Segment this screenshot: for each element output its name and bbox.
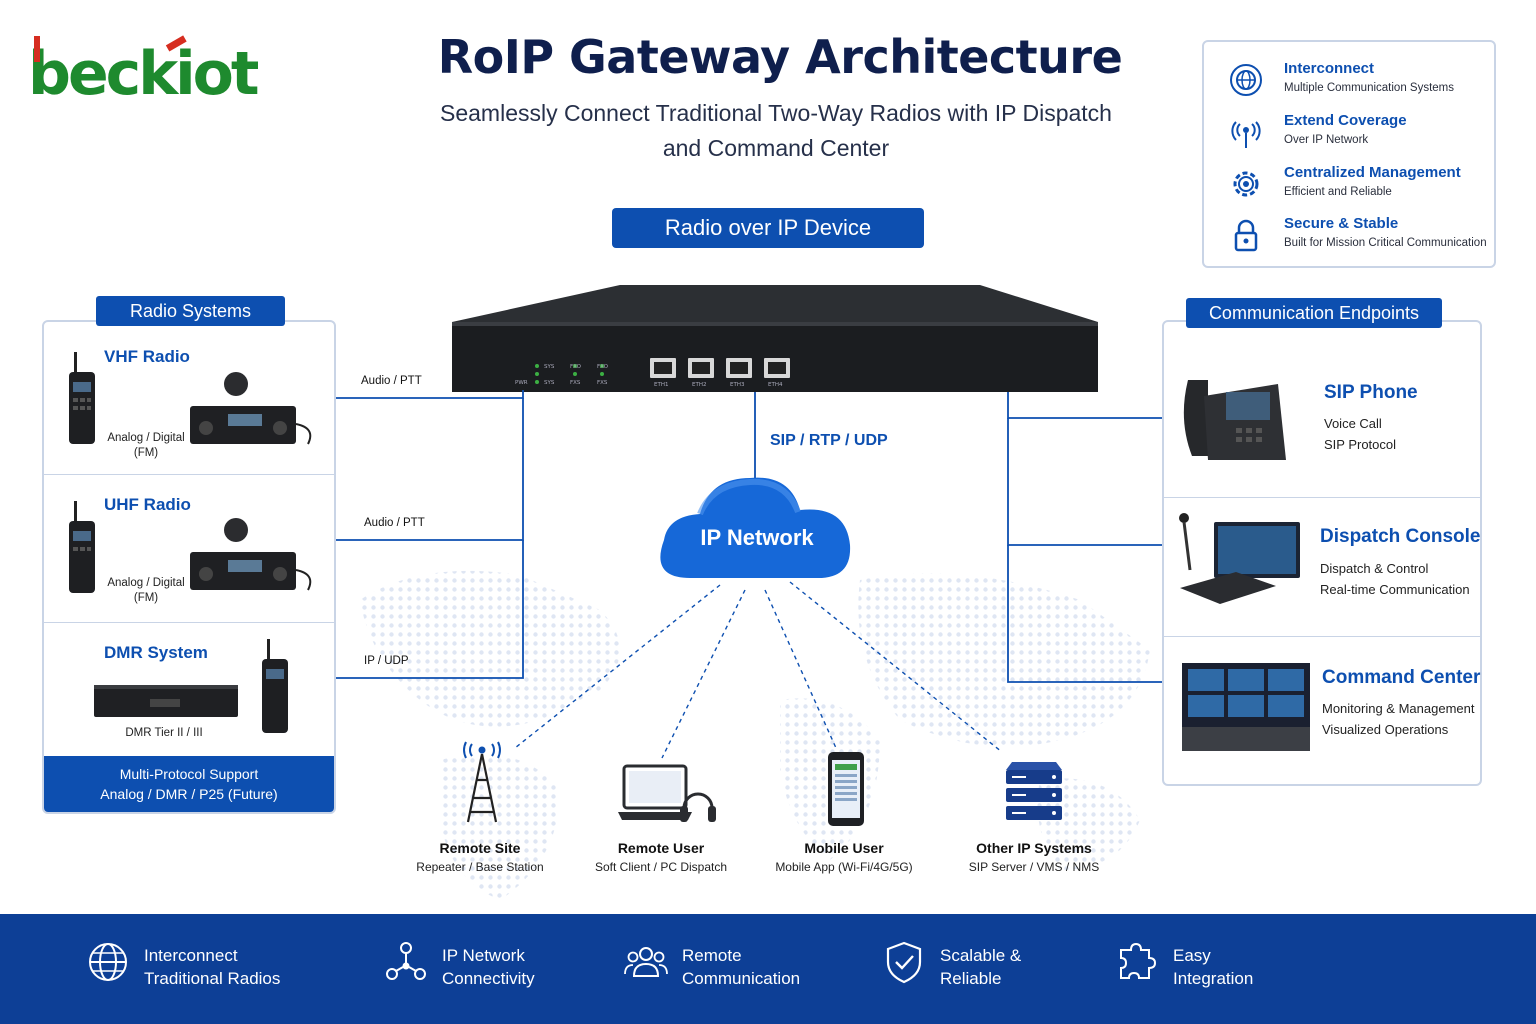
- endpoint-sub: Voice Call SIP Protocol: [1324, 416, 1397, 452]
- ethernet-ports: [650, 358, 790, 378]
- feature-title: Interconnect: [1284, 60, 1375, 77]
- remote-node-mobile: Mobile User Mobile App (Wi-Fi/4G/5G): [775, 840, 913, 874]
- feature-secure-stable: Secure & Stable Built for Mission Critic…: [1228, 215, 1498, 261]
- endpoint-sub: Dispatch & Control Real-time Communicati…: [1320, 561, 1470, 597]
- radio-item-title: UHF Radio: [104, 495, 191, 514]
- endpoint-title: SIP Phone: [1324, 382, 1418, 403]
- feature-extend-coverage: Extend Coverage Over IP Network: [1228, 112, 1498, 158]
- protocol-label: SIP / RTP / UDP: [770, 432, 888, 449]
- puzzle-icon: [1120, 942, 1157, 979]
- server-icon: [1006, 762, 1062, 820]
- radio-item-title: DMR System: [104, 643, 208, 662]
- link-label-uhf: Audio / PTT: [364, 517, 425, 529]
- feature-subtitle: Efficient and Reliable: [1284, 186, 1392, 198]
- radio-item-sub: DMR Tier II / III: [125, 727, 203, 739]
- dmr-repeater-icon: [94, 685, 238, 717]
- users-icon: [624, 947, 668, 977]
- feature-subtitle: Over IP Network: [1284, 134, 1369, 146]
- feature-interconnect: Interconnect Multiple Communication Syst…: [1228, 60, 1498, 106]
- page-title: RoIP Gateway Architecture: [437, 30, 1123, 84]
- dispatch-console-icon: [1179, 513, 1300, 604]
- radio-systems-panel: VHF Radio Analog / Digital (FM) UHF Radi…: [42, 320, 336, 814]
- roip-gateway-device: PWR SYS SYS FXO FXS FXO FXS ETH1 ETH2 ET…: [452, 285, 1098, 392]
- globe-icon: [89, 943, 127, 981]
- feature-centralized-management: Centralized Management Efficient and Rel…: [1228, 164, 1498, 210]
- led-label: SYS: [544, 380, 555, 386]
- led-label: FXO: [597, 364, 609, 370]
- endpoint-title: Command Center: [1322, 667, 1481, 688]
- remote-node-ip-systems: Other IP Systems SIP Server / VMS / NMS: [968, 840, 1100, 874]
- sip-phone-icon: [1183, 380, 1286, 460]
- radio-tower-icon: [463, 741, 501, 823]
- endpoints-tab: Communication Endpoints: [1186, 298, 1442, 328]
- feature-subtitle: Built for Mission Critical Communication: [1284, 237, 1487, 249]
- smartphone-icon: [828, 752, 864, 826]
- gear-icon: [1233, 171, 1259, 197]
- handheld-radio-icon: [262, 639, 288, 733]
- radio-item-sub: Analog / Digital (FM): [107, 432, 185, 459]
- endpoints-panel: SIP Phone Voice Call SIP Protocol Dispat…: [1162, 320, 1482, 786]
- logo-wordmark: beckiot: [28, 39, 258, 109]
- ip-network-cloud: [660, 477, 851, 578]
- handheld-radio-icon: [69, 352, 95, 444]
- port-label: ETH3: [730, 382, 745, 388]
- radio-item-vhf: VHF Radio Analog / Digital (FM): [44, 322, 334, 475]
- remote-node-user: Remote User Soft Client / PC Dispatch: [594, 840, 728, 874]
- radio-item-dmr: DMR System DMR Tier II / III: [44, 623, 334, 758]
- port-label: ETH2: [692, 382, 706, 388]
- endpoint-dispatch-console: Dispatch Console Dispatch & Control Real…: [1164, 498, 1480, 637]
- endpoint-command-center: Command Center Monitoring & Management V…: [1164, 637, 1480, 784]
- mobile-radio-icon: [190, 372, 312, 445]
- remote-node-site: Remote Site Repeater / Base Station: [416, 840, 544, 874]
- network-nodes-icon: [386, 942, 426, 980]
- features-box: Interconnect Multiple Communication Syst…: [1202, 40, 1496, 268]
- endpoint-sip-phone: SIP Phone Voice Call SIP Protocol: [1164, 322, 1480, 498]
- roip-device-label: Radio over IP Device: [612, 208, 924, 248]
- feature-subtitle: Multiple Communication Systems: [1284, 82, 1455, 94]
- laptop-headset-icon: [618, 764, 716, 822]
- led-label: FXS: [597, 380, 608, 386]
- feature-title: Extend Coverage: [1284, 112, 1407, 129]
- command-center-icon: [1182, 663, 1310, 751]
- endpoint-sub: Monitoring & Management Visualized Opera…: [1322, 701, 1475, 737]
- link-label-vhf: Audio / PTT: [361, 375, 422, 387]
- led-label: FXS: [570, 380, 581, 386]
- led-label: SYS: [544, 364, 555, 370]
- globe-network-icon: [1230, 64, 1262, 96]
- feature-title: Centralized Management: [1284, 164, 1461, 181]
- mobile-radio-icon: [190, 518, 312, 591]
- led-label: FXO: [570, 364, 582, 370]
- link-label-dmr: IP / UDP: [364, 655, 409, 667]
- port-label: ETH4: [768, 382, 783, 388]
- footer-item-scalable: Scalable &Reliable: [882, 914, 1082, 1024]
- led-label: PWR: [515, 380, 528, 386]
- radio-item-uhf: UHF Radio Analog / Digital (FM): [44, 475, 334, 623]
- shield-check-icon: [886, 941, 922, 984]
- radio-item-sub: Analog / Digital (FM): [107, 577, 185, 604]
- multi-protocol-banner: Multi-Protocol Support Analog / DMR / P2…: [44, 756, 334, 812]
- port-label: ETH1: [654, 382, 668, 388]
- lock-icon: [1234, 219, 1258, 252]
- radio-systems-tab: Radio Systems: [96, 296, 285, 326]
- page-subtitle: Seamlessly Connect Traditional Two-Way R…: [440, 100, 1112, 161]
- feature-title: Secure & Stable: [1284, 215, 1399, 232]
- company-logo: beckiot: [28, 30, 262, 110]
- radio-item-title: VHF Radio: [104, 347, 190, 366]
- signal-tower-icon: [1231, 121, 1261, 148]
- handheld-radio-icon: [69, 501, 95, 593]
- footer-label: Scalable &Reliable: [940, 946, 1022, 988]
- ip-network-label: IP Network: [700, 525, 814, 550]
- endpoint-title: Dispatch Console: [1320, 526, 1481, 547]
